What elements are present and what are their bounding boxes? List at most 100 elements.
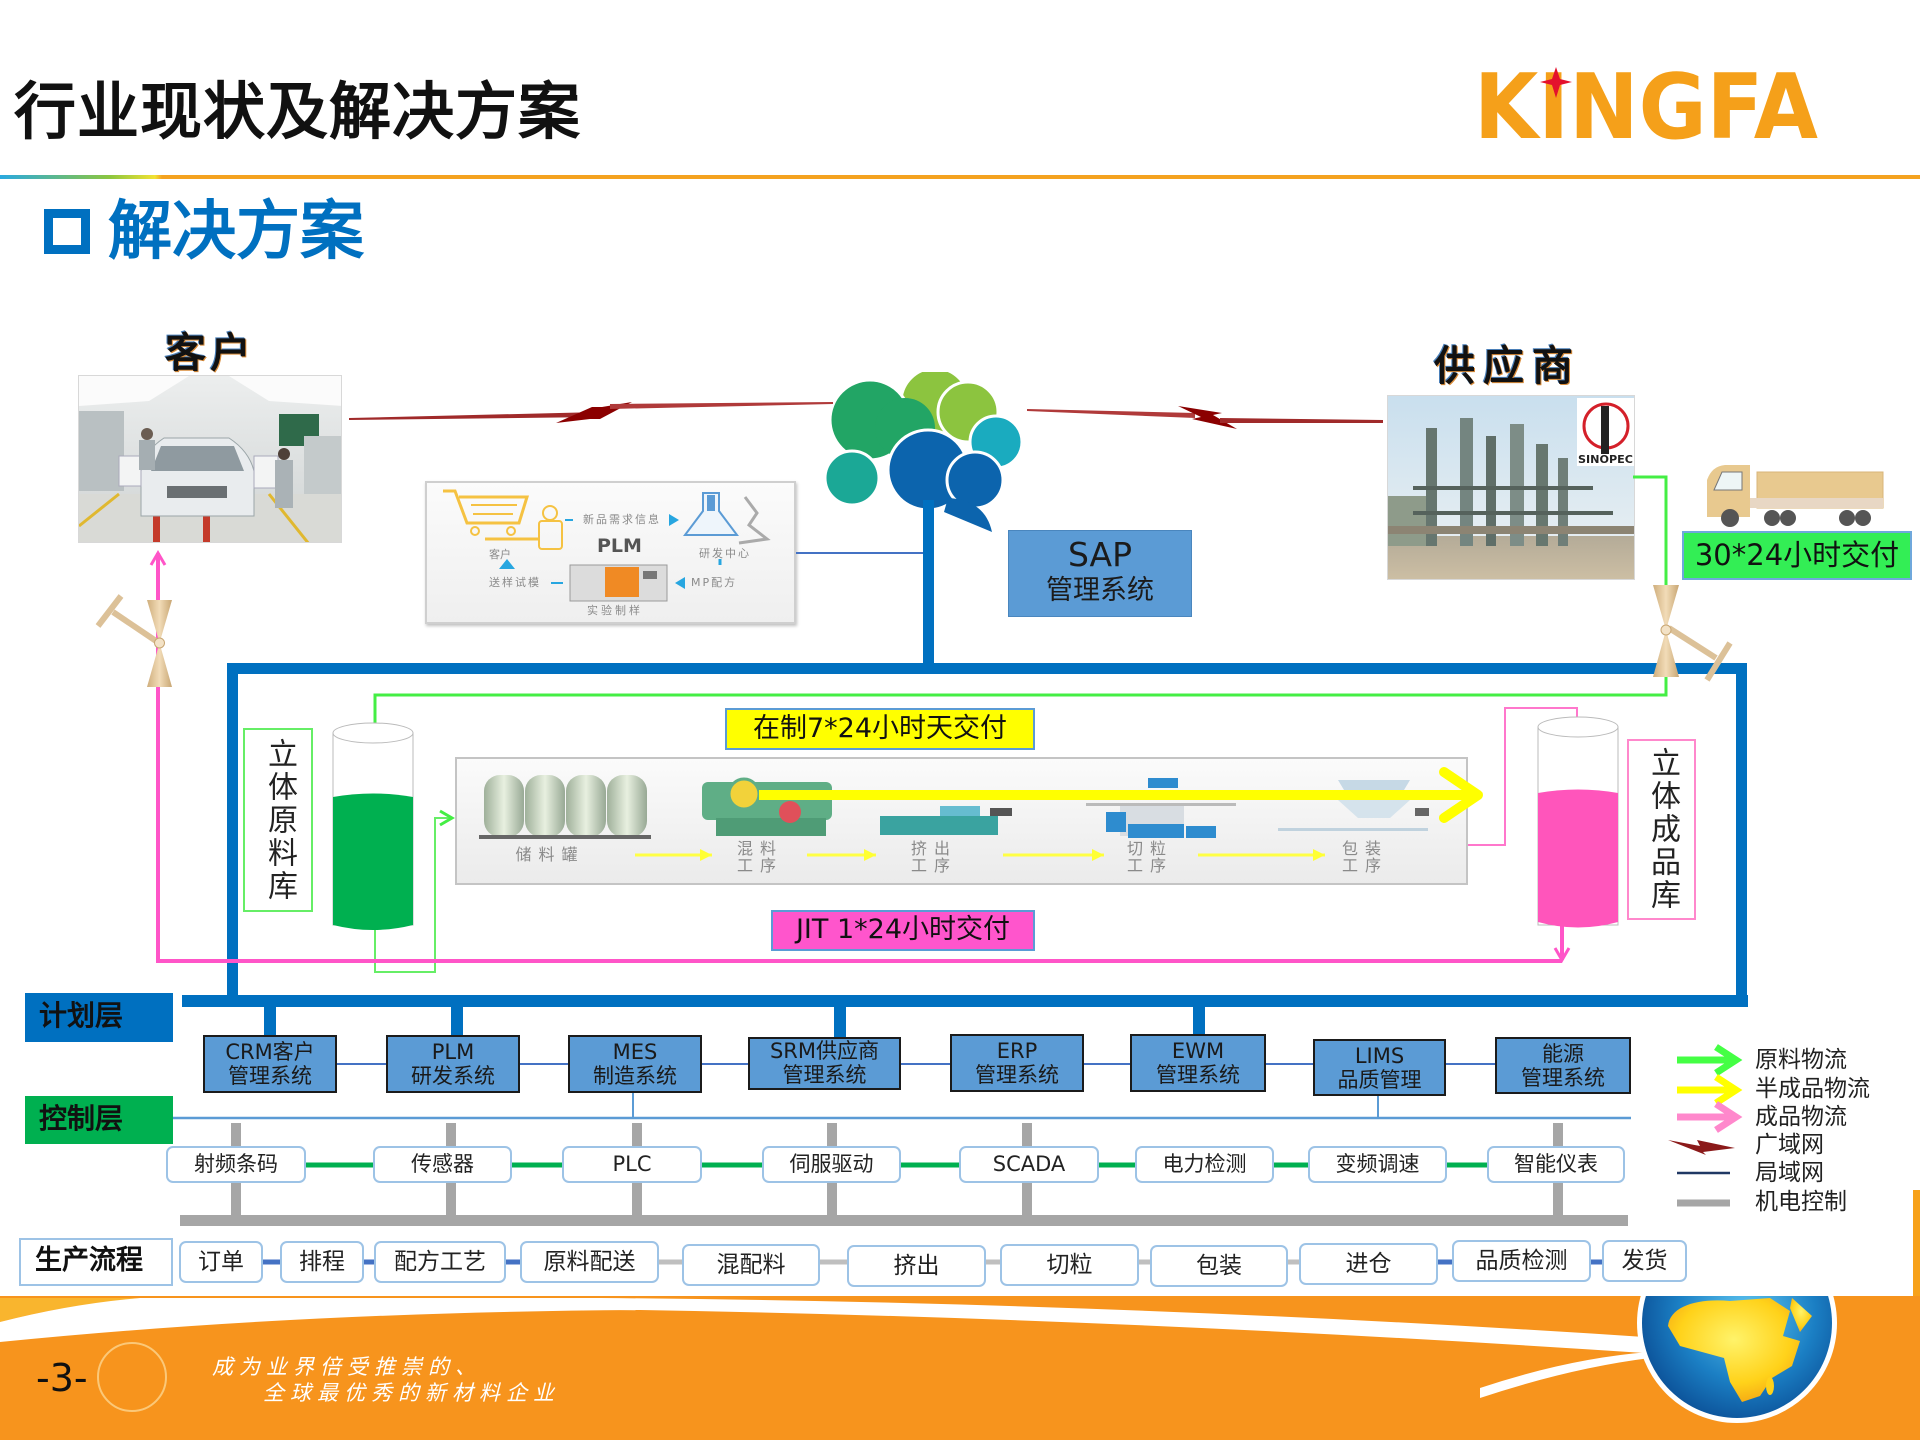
worker-body [275, 460, 293, 508]
section-title: 解决方案 [108, 195, 364, 269]
sinopec-logo-bar [1601, 406, 1609, 454]
system-desc: 管理系统 [228, 1064, 312, 1088]
process-step-line: 切粒 [1126, 839, 1173, 858]
process-step-line: 工序 [736, 856, 783, 875]
step-warehousing[interactable]: 进仓 [1299, 1243, 1438, 1285]
process-step-label: 切粒工序 [1122, 840, 1178, 874]
electromechanical-bus [180, 1215, 1628, 1226]
step-packaging[interactable]: 包装 [1150, 1245, 1288, 1287]
device-sensor[interactable]: 传感器 [373, 1146, 512, 1183]
step-material-delivery[interactable]: 原料配送 [520, 1241, 659, 1283]
device-power-monitor[interactable]: 电力检测 [1135, 1146, 1274, 1183]
ceiling-light [79, 376, 189, 406]
supplier-refinery-photo: SINOPEC [1387, 395, 1635, 580]
plm-customer-text: 客户 [489, 548, 511, 561]
truck-cab [1707, 465, 1750, 517]
floor-rail [153, 516, 160, 542]
device-smart-meter[interactable]: 智能仪表 [1487, 1146, 1625, 1183]
valve-handle [111, 609, 161, 646]
valve-body [1653, 585, 1679, 630]
building [1388, 496, 1428, 546]
step-mixing[interactable]: 混配料 [682, 1244, 820, 1286]
step-formula[interactable]: 配方工艺 [374, 1241, 506, 1283]
truck-wheel [1855, 510, 1871, 526]
wan-lightning-icon [1178, 406, 1237, 429]
plm-rd-text: 研发中心 [699, 547, 751, 560]
process-step-label: 储料罐 [505, 846, 595, 863]
process-step-line: 包装 [1341, 839, 1388, 858]
car-assembly-image [79, 376, 341, 542]
legend-symbols [1668, 1044, 1743, 1207]
bus-connector [264, 1005, 276, 1036]
valve-pivot [1660, 624, 1672, 636]
pipe-rack [1388, 526, 1634, 534]
system-srm[interactable]: SRM供应商管理系统 [748, 1037, 901, 1090]
system-desc: 管理系统 [1156, 1063, 1240, 1087]
step-scheduling[interactable]: 排程 [280, 1241, 364, 1283]
slogan-line-2: 全球最优秀的新材料企业 [263, 1381, 560, 1405]
process-step-line: 储料罐 [515, 845, 585, 864]
step-order[interactable]: 订单 [179, 1241, 263, 1283]
shopping-cart-icon [443, 489, 530, 525]
scaffold [1413, 486, 1593, 490]
system-desc: 管理系统 [1521, 1066, 1605, 1090]
delivery-truck-icon [1707, 465, 1884, 527]
step-extrusion[interactable]: 挤出 [847, 1245, 986, 1287]
floor-rail [203, 516, 210, 542]
truck-wheel [1780, 510, 1796, 526]
device-servo-drive[interactable]: 伺服驱动 [762, 1146, 901, 1183]
process-step-label: 混料工序 [732, 840, 788, 874]
cart-wheel [470, 526, 480, 536]
device-rfid-barcode[interactable]: 射频条码 [166, 1146, 306, 1183]
wan-link-supplier [1220, 418, 1383, 423]
plm-sample-text: 实验制样 [587, 604, 643, 617]
process-step-line: 工序 [910, 856, 957, 875]
car-door [118, 455, 142, 487]
assembly-station [79, 411, 124, 491]
customer-factory-photo [78, 375, 342, 543]
person-icon [542, 505, 558, 521]
step-pelletizing[interactable]: 切粒 [1000, 1244, 1139, 1286]
truck-wheel [1839, 510, 1855, 526]
bus-connector [1193, 1005, 1205, 1035]
system-energy[interactable]: 能源管理系统 [1495, 1037, 1631, 1094]
device-vfd-speed[interactable]: 变频调速 [1308, 1146, 1447, 1183]
system-name: ERP [996, 1039, 1038, 1063]
system-desc: 品质管理 [1337, 1068, 1422, 1092]
footer-swoosh [0, 1298, 1660, 1354]
raw-warehouse-label: 立体原料库 [243, 728, 313, 912]
wan-link-brain [610, 402, 833, 409]
system-name: LIMS [1354, 1044, 1405, 1068]
process-step-line: 混料 [736, 839, 783, 858]
device-scada[interactable]: SCADA [959, 1146, 1099, 1183]
truck-chassis [1750, 498, 1883, 508]
system-name: SRM供应商 [769, 1039, 880, 1063]
device-plc[interactable]: PLC [562, 1146, 702, 1183]
worker-body [139, 440, 155, 470]
jit-delivery-tag: JIT 1*24小时交付 [771, 910, 1035, 951]
machine-panel [605, 567, 639, 597]
header-divider [0, 175, 1920, 179]
step-shipping[interactable]: 发货 [1602, 1240, 1687, 1282]
worker-head [278, 448, 290, 460]
valve-body [147, 643, 172, 687]
system-name: 能源 [1542, 1042, 1584, 1066]
refinery-image: SINOPEC [1388, 396, 1634, 579]
slogan-line-1: 成为业界倍受推崇的、 [212, 1355, 482, 1379]
wan-link-supplier [1027, 409, 1195, 418]
step-quality-check[interactable]: 品质检测 [1452, 1240, 1591, 1282]
worker-head [141, 428, 153, 440]
truck-wheel [1764, 510, 1780, 526]
system-crm[interactable]: CRM客户管理系统 [203, 1035, 337, 1093]
valve-body [147, 600, 172, 643]
arrow-right-icon [669, 514, 679, 526]
supplier-label: 供应商 [1434, 342, 1581, 390]
footer-banner [0, 1296, 1920, 1440]
brain-lobe [823, 449, 881, 507]
valve-handle-bar [95, 594, 124, 628]
